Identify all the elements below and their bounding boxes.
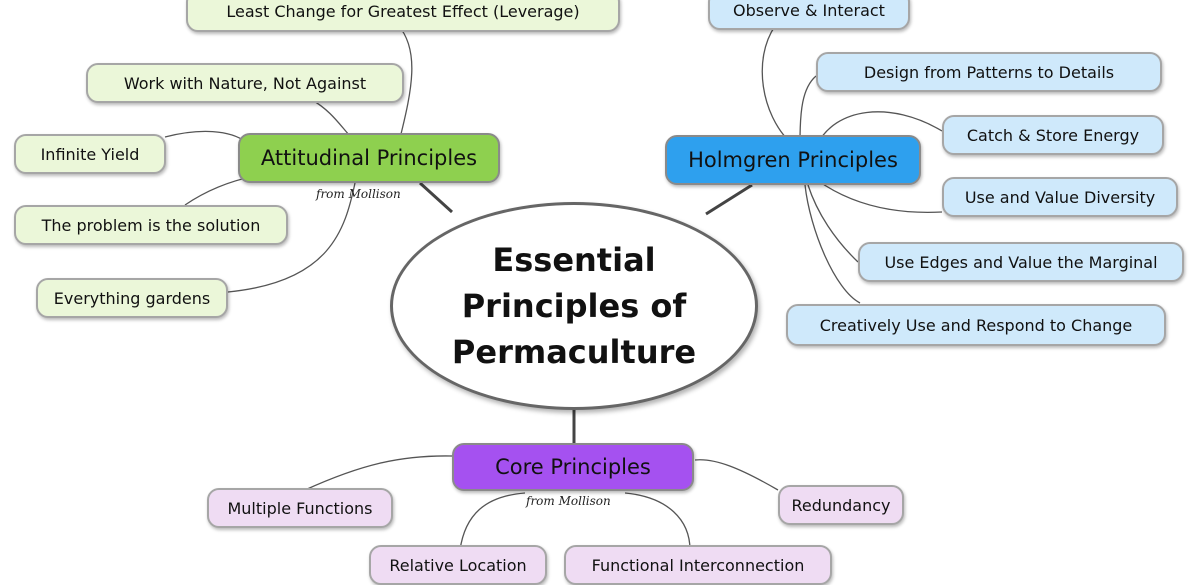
leaf-observe-interact-label: Observe & Interact [733, 0, 885, 20]
leaf-patterns-to-details-label: Design from Patterns to Details [863, 62, 1115, 82]
connector-leverage [397, 24, 413, 139]
leaf-respond-to-change[interactable]: Creatively Use and Respond to Change [786, 304, 1166, 346]
leaf-edges-marginal[interactable]: Use Edges and Value the Marginal [858, 242, 1184, 282]
connector-everything-gardens [227, 182, 356, 293]
connector-multiple-functions [304, 455, 453, 491]
leaf-value-diversity-label: Use and Value Diversity [964, 187, 1156, 207]
leaf-functional-interconnection[interactable]: Functional Interconnection [564, 545, 832, 585]
connector-work-with-nature [311, 99, 351, 137]
attitudinal-source-note: from Mollison [316, 187, 401, 201]
connector-change [804, 184, 861, 304]
leaf-work-with-nature-label: Work with Nature, Not Against [123, 73, 367, 93]
attitudinal-principles-label: Attitudinal Principles [260, 146, 478, 170]
holmgren-principles-label: Holmgren Principles [688, 148, 898, 172]
leaf-multiple-functions-label: Multiple Functions [227, 498, 373, 518]
connector-center-holmgren [705, 183, 753, 216]
leaf-relative-location[interactable]: Relative Location [369, 545, 547, 585]
core-source-note: from Mollison [526, 494, 611, 508]
leaf-work-with-nature[interactable]: Work with Nature, Not Against [86, 63, 404, 103]
leaf-problem-solution[interactable]: The problem is the solution [14, 205, 288, 245]
leaf-redundancy[interactable]: Redundancy [778, 485, 904, 525]
leaf-respond-to-change-label: Creatively Use and Respond to Change [819, 315, 1133, 335]
leaf-problem-solution-label: The problem is the solution [41, 215, 261, 235]
holmgren-principles-topic[interactable]: Holmgren Principles [665, 135, 921, 185]
leaf-everything-gardens[interactable]: Everything gardens [36, 278, 228, 318]
connector-redundancy [694, 459, 779, 491]
leaf-everything-gardens-label: Everything gardens [53, 288, 211, 308]
core-principles-label: Core Principles [495, 455, 651, 479]
leaf-catch-store-energy-label: Catch & Store Energy [966, 125, 1140, 145]
connector-lines [164, 24, 943, 551]
connector-catch-energy [816, 111, 943, 146]
connector-diversity [816, 179, 943, 214]
leaf-functional-interconnection-label: Functional Interconnection [591, 555, 805, 575]
central-topic-title: Essential Principles of Permaculture [451, 241, 697, 371]
connector-center-attitudinal [418, 181, 454, 214]
leaf-multiple-functions[interactable]: Multiple Functions [207, 488, 393, 528]
leaf-catch-store-energy[interactable]: Catch & Store Energy [942, 115, 1164, 155]
central-topic[interactable]: Essential Principles of Permaculture [390, 202, 758, 410]
leaf-edges-marginal-label: Use Edges and Value the Marginal [884, 252, 1158, 272]
connector-edges [807, 184, 859, 263]
connector-functional-interconnection [624, 492, 691, 551]
attitudinal-principles-topic[interactable]: Attitudinal Principles [238, 133, 500, 183]
connector-relative-location [459, 492, 526, 551]
leaf-leverage[interactable]: Least Change for Greatest Effect (Levera… [186, 0, 620, 32]
leaf-value-diversity[interactable]: Use and Value Diversity [942, 177, 1178, 217]
leaf-observe-interact[interactable]: Observe & Interact [708, 0, 910, 30]
leaf-leverage-label: Least Change for Greatest Effect (Levera… [226, 1, 580, 21]
leaf-relative-location-label: Relative Location [389, 555, 527, 575]
core-principles-topic[interactable]: Core Principles [452, 443, 694, 491]
connector-infinite-yield [164, 130, 247, 143]
leaf-infinite-yield[interactable]: Infinite Yield [14, 134, 166, 174]
connector-patterns [799, 75, 817, 143]
connector-observe [761, 25, 791, 143]
leaf-patterns-to-details[interactable]: Design from Patterns to Details [816, 52, 1162, 92]
leaf-redundancy-label: Redundancy [791, 495, 891, 515]
leaf-infinite-yield-label: Infinite Yield [40, 144, 140, 164]
